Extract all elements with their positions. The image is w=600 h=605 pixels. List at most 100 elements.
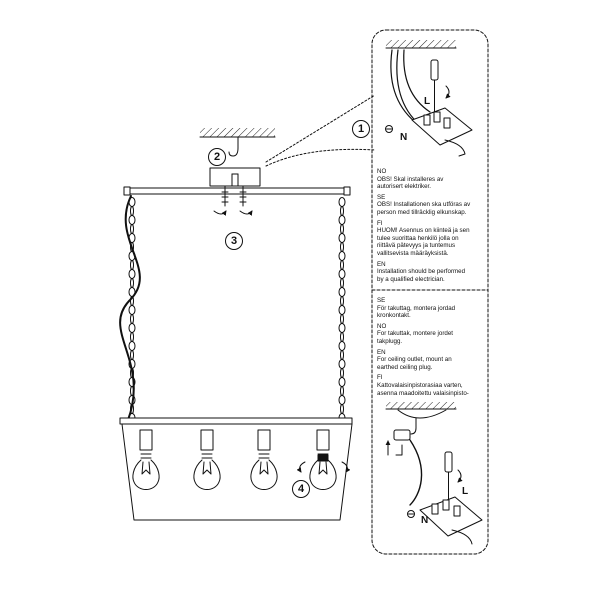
chain-link [340,368,344,378]
instruction-line: Installation should be performed [377,268,466,276]
instruction-line: takplugg. [377,337,403,345]
chain-link [338,233,346,243]
ceiling [385,40,457,49]
chains [128,197,346,423]
light-bulb-icon [309,429,337,490]
earth-symbol-icon [385,125,393,133]
language-code: NO [377,322,387,330]
ceiling-hook-icon [228,136,239,157]
rotate-arrow-icon [296,461,351,473]
rotate-arrow-icon [457,469,463,483]
chain-link [128,305,136,315]
chain-link [130,224,134,234]
language-code: NO [377,168,387,175]
language-code: SE [377,193,386,201]
supply-wires [390,49,431,126]
chain-link [340,242,344,252]
instruction-line: asenna maadoitettu valaisinpisto- [377,389,469,397]
language-code: EN [377,348,386,356]
chain-link [340,278,344,288]
instruction-line: earthed ceiling plug. [377,363,433,371]
rotate-arrow-icon [213,210,253,216]
instruction-line: autorisert elektriker. [377,183,431,191]
neutral-terminal-label: N [421,515,429,526]
lamp-shade [119,417,353,521]
chain-link [128,341,136,351]
ceiling-plug [393,409,447,506]
chain-link [340,386,344,396]
chain-link [130,278,134,288]
screwdriver-icon [430,59,439,113]
chain-link [130,260,134,270]
chain-link [128,215,136,225]
power-cable [119,195,141,421]
step-3-marker: 3 [225,232,243,250]
chain-link [338,197,346,207]
earth-symbol-icon [407,510,415,518]
chain-link [130,332,134,342]
chain-link [340,224,344,234]
chain-link [338,359,346,369]
chain-link [338,251,346,261]
chain-link [340,206,344,216]
rotate-arrow-icon [445,85,451,99]
language-code: SE [377,297,386,304]
chain-link [340,350,344,360]
ceiling [385,402,457,410]
language-code: FI [377,219,383,227]
instruction-line: OBS! Skal installeres av [377,175,444,183]
chain-link [338,377,346,387]
instruction-line: For ceiling outlet, mount an [377,356,452,364]
language-code: EN [377,260,386,268]
terminal-block-icon [411,107,473,157]
instruction-line: tulee suorittaa henkilö jolla on [377,234,459,242]
instruction-line: by a qualified electrician. [377,275,445,283]
instruction-line: person med tillräcklig elkunskap. [377,208,467,216]
chain-link [340,260,344,270]
instruction-line: Kattovalaisinpistorasiaa varten, [377,381,463,389]
mounting-screws [221,173,247,207]
chain-link [338,269,346,279]
chain-link [338,341,346,351]
chain-link [340,404,344,414]
suspension-rail [123,186,351,196]
instruction-line: riittävä pätevyys ja tuntemus [377,242,456,250]
step-2-marker: 2 [208,148,226,166]
live-terminal-label: L [462,486,469,497]
light-bulb-icon [193,429,221,490]
chain-link [340,332,344,342]
language-code: FI [377,374,383,382]
chain-link [338,395,346,405]
chain-link [340,314,344,324]
light-bulb-icon [250,429,278,490]
bulbs [132,429,337,490]
instruction-line: OBS! Installationen ska utföras av [377,201,471,209]
canopy [209,167,261,187]
terminal-block-icon [419,496,483,545]
instruction-line: kronkontakt. [377,312,411,320]
chain-link [338,287,346,297]
leader-lines [265,94,376,167]
instruction-line: HUOM! Asennus on kiinteä ja sen [377,227,470,235]
chain-link [128,323,136,333]
chain-link [338,215,346,225]
chain-link [130,206,134,216]
step-4-marker: 4 [292,480,310,498]
step-1-marker: 1 [352,120,370,138]
neutral-terminal-label: N [400,132,408,143]
chain-link [338,305,346,315]
light-bulb-icon [132,429,160,490]
screwdriver-icon [444,451,453,501]
live-terminal-label: L [424,96,431,107]
instruction-line: vallitsevista määräyksistä. [377,249,449,257]
